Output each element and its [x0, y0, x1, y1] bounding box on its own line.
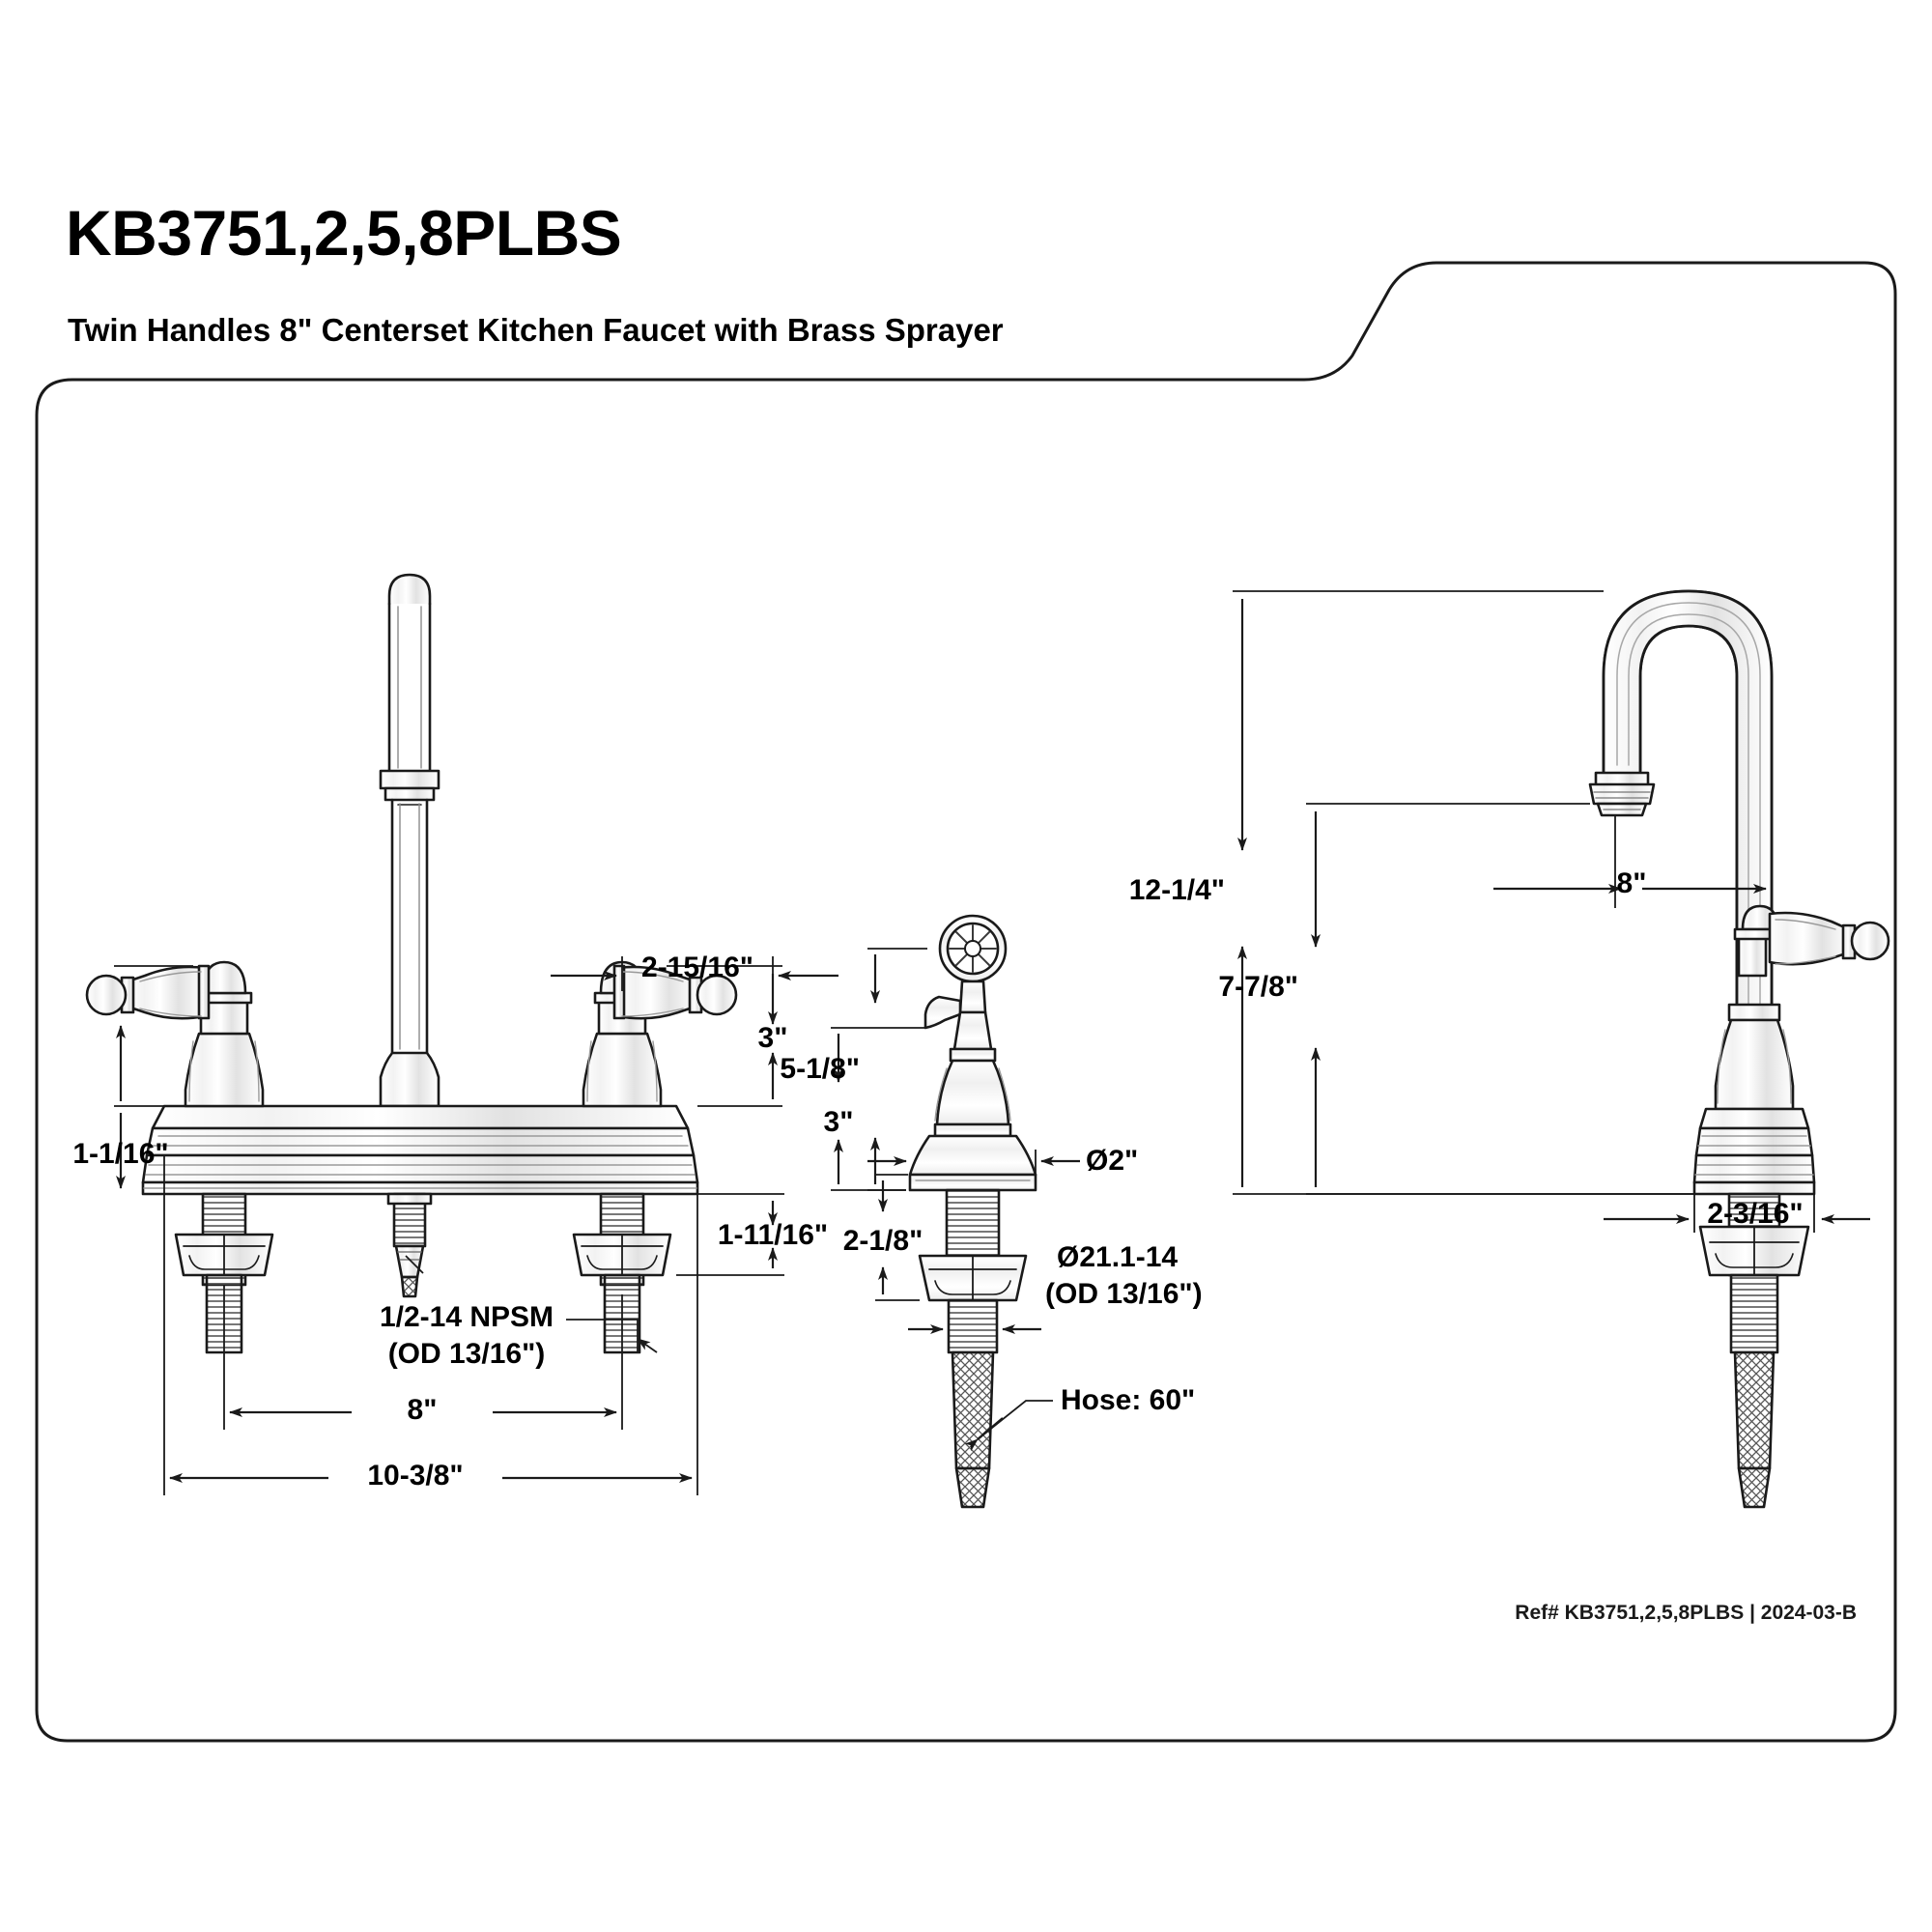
page-subtitle: Twin Handles 8" Centerset Kitchen Faucet…: [68, 312, 1004, 348]
dim-spout-height: 7-7/8": [1218, 971, 1298, 1003]
reference-footer: Ref# KB3751,2,5,8PLBS | 2024-03-B: [1515, 1602, 1857, 1624]
dim-sprayer-body-height: 3": [823, 1106, 854, 1138]
thread-spec-front-line1: 1/2-14 NPSM: [379, 1301, 554, 1333]
dim-sprayer-base-height: 2-1/8": [842, 1225, 923, 1257]
dim-overall-height: 12-1/4": [1128, 874, 1225, 906]
dim-handle-height: 1-1/16": [72, 1138, 169, 1170]
dim-center-to-center: 8": [407, 1394, 438, 1426]
dim-spout-base-height: 3": [757, 1022, 788, 1054]
page-title: KB3751,2,5,8PLBS: [66, 197, 622, 269]
dim-handle-reach: 2-3/16": [1707, 1198, 1804, 1230]
sprayer-view: [908, 914, 1037, 1509]
thread-spec-front-line2: (OD 13/16"): [387, 1338, 546, 1370]
dim-sprayer-head-height: 5-1/8": [780, 1053, 860, 1085]
dim-handle-offset: 2-15/16": [641, 952, 753, 983]
front-view-faucet: [85, 573, 738, 1354]
dim-overall-width: 10-3/8": [367, 1460, 464, 1492]
dim-spout-reach: 8": [1616, 867, 1647, 899]
dim-hose-length: Hose: 60": [1061, 1384, 1196, 1417]
dim-shank-length: 1-11/16": [717, 1219, 829, 1251]
dimension-lines: [114, 590, 1870, 1495]
thread-spec-sprayer-line2: (OD 13/16"): [1045, 1278, 1203, 1310]
side-view-faucet: [1588, 589, 1890, 1509]
dim-sprayer-flange-diameter: Ø2": [1086, 1145, 1139, 1178]
thread-spec-sprayer-line1: Ø21.1-14: [1057, 1241, 1179, 1273]
